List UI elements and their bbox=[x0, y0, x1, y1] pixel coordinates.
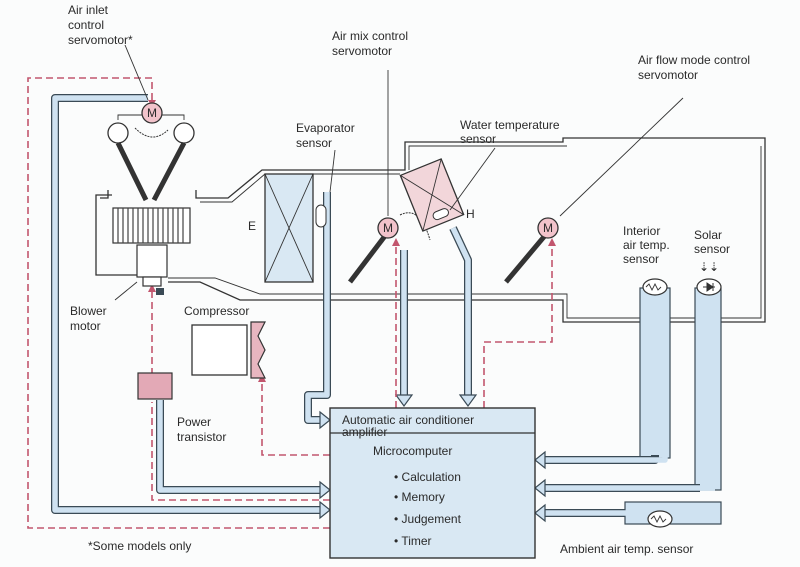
leader-evaporator-sensor bbox=[329, 149, 336, 193]
pipe-water-temp bbox=[450, 226, 471, 395]
ambient-air-temp-sensor-element bbox=[647, 510, 673, 528]
air-inlet-servomotor: M bbox=[141, 102, 163, 124]
label-ambient-sensor: Ambient air temp. sensor bbox=[560, 542, 693, 556]
footnote: *Some models only bbox=[88, 539, 191, 553]
evaporator bbox=[264, 173, 314, 283]
blower-motor bbox=[136, 244, 168, 287]
leader-air-inlet bbox=[124, 44, 149, 101]
motor-mark: M bbox=[543, 221, 553, 235]
pipe-ambient-sensor bbox=[624, 501, 722, 525]
motor-mark: M bbox=[383, 221, 393, 235]
air-mix-door bbox=[348, 230, 390, 284]
inlet-door-pivot-left bbox=[107, 122, 129, 144]
control-line-compressor bbox=[261, 378, 330, 456]
evaporator-sensor-element bbox=[315, 204, 327, 228]
air-mix-servomotor: M bbox=[377, 217, 399, 239]
amplifier-function: • Calculation bbox=[394, 470, 461, 484]
heater-mark: H bbox=[466, 207, 475, 221]
air-flow-mode-door bbox=[504, 230, 550, 284]
pipe-power-transistor bbox=[157, 400, 320, 493]
evaporator-mark: E bbox=[248, 219, 256, 233]
solar-sensor-element: ⇣⇣ bbox=[696, 260, 722, 296]
water-temperature-sensor-element bbox=[432, 208, 450, 221]
leader-blower bbox=[114, 281, 138, 301]
control-lines bbox=[27, 77, 556, 529]
leader-air-flow bbox=[559, 97, 684, 217]
label-compressor: Compressor bbox=[184, 304, 249, 318]
amplifier-function: • Memory bbox=[394, 490, 445, 504]
leader-water-temp bbox=[449, 147, 496, 211]
blower-fan bbox=[112, 207, 191, 244]
pipe-solar-sensor bbox=[694, 287, 722, 491]
air-inlet-door-assembly bbox=[107, 114, 195, 202]
power-transistor bbox=[137, 372, 173, 400]
air-flow-mode-servomotor: M bbox=[537, 217, 559, 239]
inlet-door-pivot-right bbox=[173, 122, 195, 144]
control-line-air-flow bbox=[483, 242, 553, 408]
amplifier-subtitle: Microcomputer bbox=[373, 444, 452, 458]
ac-amplifier bbox=[329, 407, 536, 559]
compressor-clutch bbox=[250, 321, 266, 379]
interior-air-temp-sensor-element bbox=[642, 278, 668, 296]
signal-pipes bbox=[51, 94, 722, 525]
motor-mark: M bbox=[147, 106, 157, 120]
compressor bbox=[191, 321, 266, 379]
pipe-evaporator-sensor bbox=[305, 192, 330, 423]
pipe-air-inlet bbox=[52, 95, 320, 513]
heater-core bbox=[399, 158, 465, 232]
control-line-air-inlet bbox=[27, 77, 330, 529]
amplifier-function: • Judgement bbox=[394, 512, 462, 526]
sunlight-icon: ⇣⇣ bbox=[699, 260, 719, 274]
pipe-interior-sensor bbox=[639, 287, 671, 459]
control-line-blower bbox=[151, 288, 330, 501]
amplifier-function: • Timer bbox=[394, 534, 432, 548]
